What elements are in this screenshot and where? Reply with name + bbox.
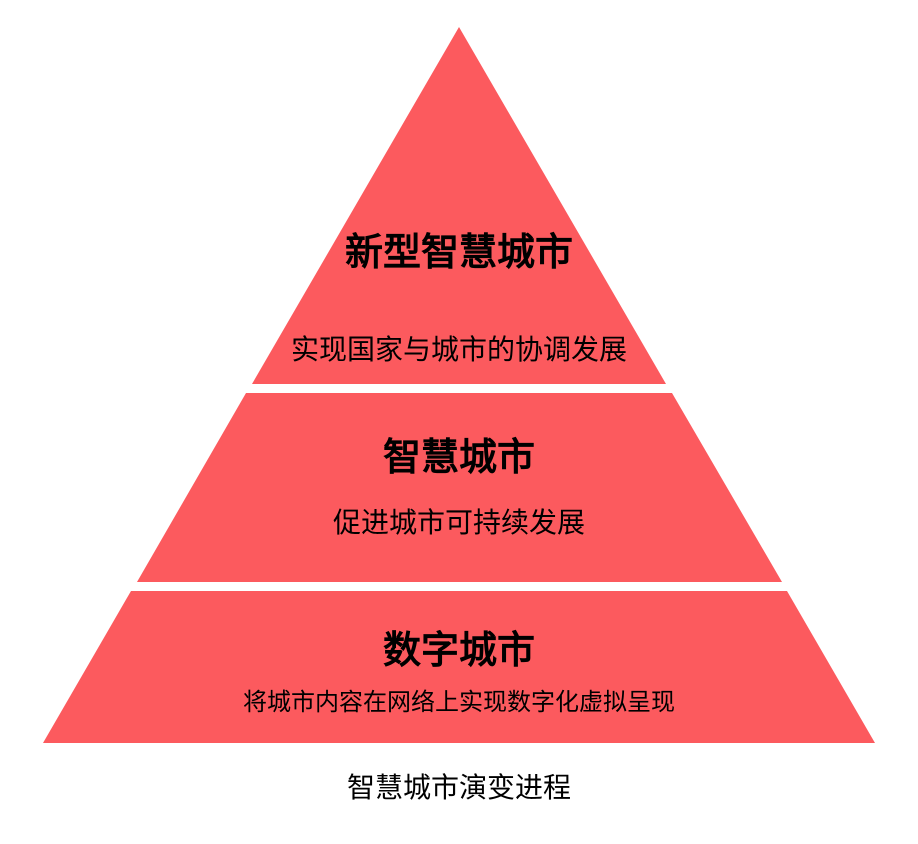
tier-top-title: 新型智慧城市: [344, 232, 573, 274]
tier-bottom-title: 数字城市: [382, 630, 535, 672]
tier-middle-title: 智慧城市: [382, 437, 535, 479]
diagram-caption: 智慧城市演变进程: [346, 772, 571, 803]
tier-bottom-description: 将城市内容在网络上实现数字化虚拟呈现: [243, 689, 675, 716]
tier-middle-description: 促进城市可持续发展: [332, 507, 585, 538]
tier-top-description: 实现国家与城市的协调发展: [290, 334, 627, 365]
